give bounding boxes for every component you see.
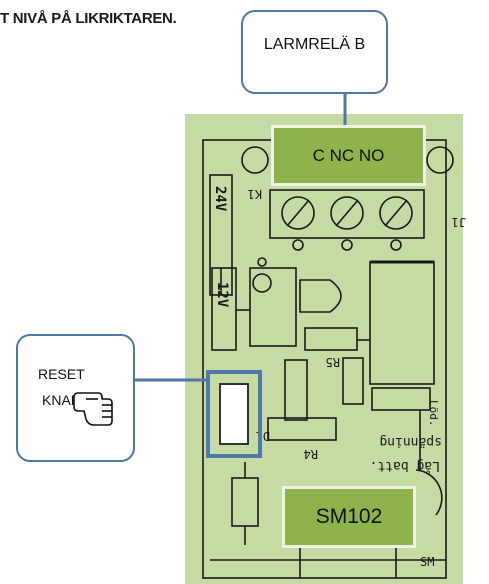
reset-button[interactable]	[219, 383, 249, 445]
silk-spanning: spänning	[379, 434, 442, 449]
terminal-screw-slot	[286, 199, 310, 227]
terminal-screw-slot	[384, 199, 408, 227]
terminal-screw-slot	[335, 199, 359, 227]
board-component-outline	[249, 267, 297, 347]
board-pad	[341, 239, 353, 251]
board-component-outline	[342, 357, 364, 405]
board-component-outline	[415, 469, 443, 516]
terminal-label: C NC NO	[271, 125, 426, 186]
board-component-outline	[371, 387, 431, 411]
silk-r4: R4	[304, 447, 318, 461]
model-label: SM102	[282, 486, 416, 548]
board-component-outline	[252, 273, 272, 293]
terminal-screw	[379, 196, 413, 230]
silk-lod: Löd.	[427, 400, 440, 427]
board-component-outline	[231, 477, 259, 527]
relay-outline	[369, 261, 435, 385]
board-component-outline	[304, 327, 358, 351]
board-component-outline	[211, 267, 237, 351]
silk-r5: R5	[326, 355, 340, 369]
terminal-block	[269, 189, 425, 239]
silk-sm: SM	[420, 555, 434, 569]
board-component-outline	[284, 359, 308, 421]
board-pad	[390, 239, 402, 251]
reset-callout-line1: RESET	[38, 366, 85, 382]
terminal-screw	[330, 196, 364, 230]
board-component-outline	[267, 417, 337, 441]
silk-j1: J1	[452, 215, 466, 229]
silk-12v: 12V	[214, 282, 230, 308]
page-heading: T NIVÅ PÅ LIKRIKTAREN.	[0, 10, 177, 27]
relay-callout-label: LARMRELÄ B	[263, 36, 366, 53]
silk-lag-batt: Låg batt.	[370, 458, 440, 473]
silk-k1: K1	[248, 187, 262, 201]
pointing-hand-icon	[73, 392, 113, 426]
reset-button-highlight[interactable]	[206, 370, 262, 458]
board-component-outline	[299, 279, 342, 313]
silk-24v: 24V	[212, 186, 228, 212]
board-component-outline	[426, 146, 454, 174]
relay-callout: LARMRELÄ B	[241, 10, 388, 94]
board-component-outline	[241, 146, 269, 174]
terminal-screw	[281, 196, 315, 230]
board-pad	[292, 239, 304, 251]
board-pad	[257, 257, 267, 267]
